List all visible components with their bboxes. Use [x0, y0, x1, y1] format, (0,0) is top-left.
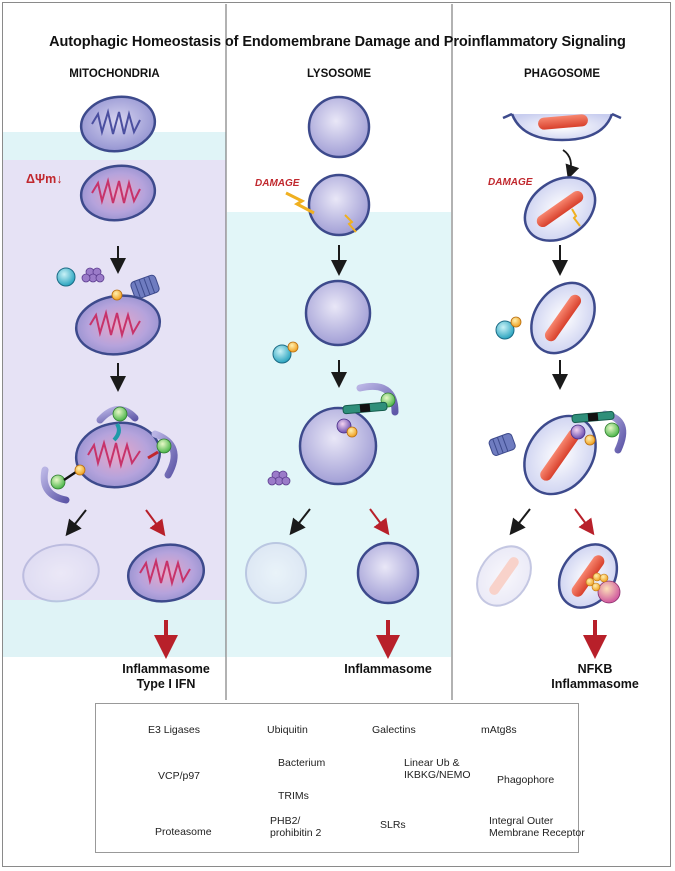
legend-box	[95, 703, 579, 853]
phago-engulfed	[488, 410, 627, 496]
mito-tagged	[56, 267, 162, 356]
legend-receptor-line2: Membrane Receptor	[489, 827, 585, 839]
legend-bacterium: Bacterium	[278, 757, 326, 769]
lyso-arrow-black	[289, 508, 311, 536]
column-header-mitochondria: MITOCHONDRIA	[69, 68, 160, 80]
legend-ubiquitin: Ubiquitin	[267, 724, 308, 736]
lyso-outcome: Inflammasome	[344, 662, 432, 676]
legend-phb2-line1: PHB2/	[270, 815, 301, 827]
legend-linear-ub-line2: IKBKG/NEMO	[404, 769, 471, 781]
legend-galectins: Galectins	[372, 724, 416, 736]
legend-slrs: SLRs	[380, 819, 406, 831]
phago-outcome-line1: NFKB	[577, 662, 613, 676]
phago-damaged	[523, 176, 597, 242]
column-header-lysosome: LYSOSOME	[306, 68, 372, 80]
phago-outcome: NFKB Inflammasome	[530, 662, 660, 692]
legend-receptor-line1: Integral Outer	[489, 815, 554, 827]
mito-arrow-black	[65, 509, 87, 537]
phago-damage-label: DAMAGE	[488, 177, 533, 188]
phago-engulfing	[502, 112, 622, 142]
lyso-inflammatory	[356, 541, 420, 605]
lyso-healthy	[307, 95, 371, 159]
down-arrow-icon: ↓	[56, 172, 63, 186]
mito-degraded	[22, 543, 100, 603]
legend-receptor: Integral Outer Membrane Receptor	[489, 815, 585, 839]
phago-arrow-curve	[562, 149, 580, 180]
legend-vcp: VCP/p97	[158, 770, 201, 782]
mito-healthy	[79, 95, 157, 153]
lyso-degraded	[245, 542, 307, 604]
phago-arrow-black	[509, 508, 531, 536]
column-header-phagosome: PHAGOSOME	[523, 68, 601, 80]
phago-tagged	[495, 281, 596, 355]
legend-linear-ub: Linear Ub & IKBKG/NEMO	[404, 757, 471, 781]
legend-e3-ligases: E3 Ligases	[148, 724, 200, 736]
lyso-tagged	[272, 279, 372, 364]
legend-phb2: PHB2/ prohibitin 2	[270, 815, 321, 839]
mito-depolarized	[79, 164, 157, 222]
legend-phb2-line2: prohibitin 2	[270, 827, 322, 839]
phago-outcome-line2: Inflammasome	[551, 677, 639, 691]
delta-psi-text: ΔΨm	[26, 172, 57, 186]
mito-outcome-line1: Inflammasome	[122, 662, 210, 676]
lyso-arrow-red	[369, 508, 390, 536]
mito-arrow-red	[145, 509, 166, 537]
mito-band-bottom	[3, 600, 226, 657]
phago-arrow-red	[574, 508, 595, 536]
legend-phagophore: Phagophore	[497, 774, 555, 786]
mito-engulfed	[40, 406, 178, 504]
delta-psi-label: ΔΨm↓	[26, 172, 62, 186]
legend-trims: TRIMs	[278, 790, 309, 802]
mito-inflammatory	[127, 543, 205, 603]
lyso-damaged	[285, 173, 371, 237]
legend-proteasome: Proteasome	[155, 826, 212, 838]
legend-matg8s: mAtg8s	[481, 724, 517, 736]
mito-outcome: Inflammasome Type I IFN	[101, 662, 231, 692]
lyso-engulfed	[267, 383, 399, 486]
lyso-damage-label: DAMAGE	[255, 178, 300, 189]
phago-inflammatory	[557, 543, 621, 609]
figure-title: Autophagic Homeostasis of Endomembrane D…	[49, 34, 626, 50]
legend-linear-ub-line1: Linear Ub &	[404, 757, 460, 769]
phago-degraded	[476, 545, 532, 607]
mito-outcome-line2: Type I IFN	[136, 677, 196, 691]
